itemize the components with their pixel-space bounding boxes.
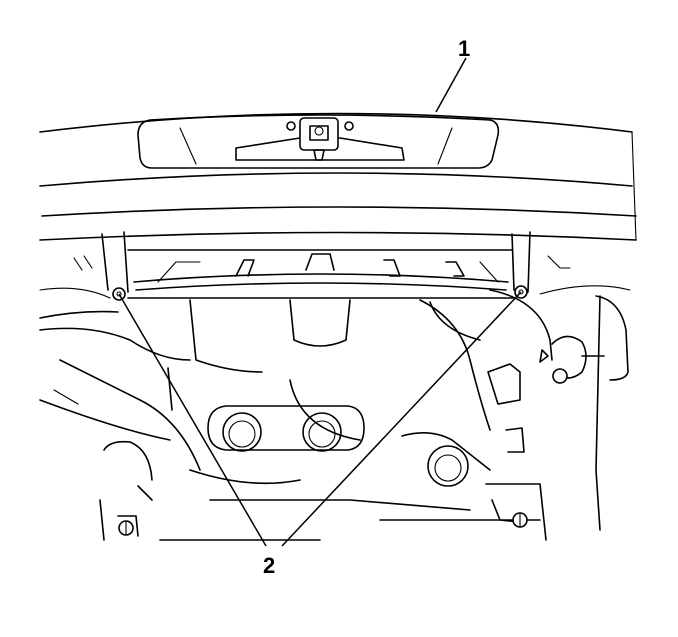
license-lamp-assembly <box>137 114 500 169</box>
callout-leader-lines <box>118 57 522 547</box>
leader-line-2b <box>281 291 522 547</box>
callout-2: 2 <box>263 553 275 578</box>
bumper-brackets <box>39 231 631 299</box>
callout-1: 1 <box>458 36 470 61</box>
leader-line-1 <box>435 57 467 113</box>
leader-line-2a <box>118 293 267 547</box>
bumper-crossbar <box>73 249 571 299</box>
right-side-hardware <box>485 289 629 541</box>
underbody-floor-pan <box>39 299 541 541</box>
exhaust-outlet-pair <box>207 405 469 487</box>
left-side-hardware <box>99 440 153 541</box>
